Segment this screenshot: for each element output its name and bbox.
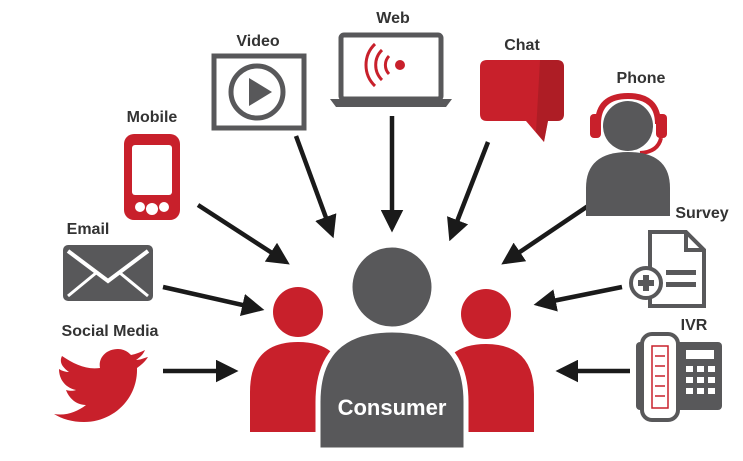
bird-icon [54,349,148,422]
email-label: Email [67,221,110,238]
envelope-icon [63,245,153,301]
desk-phone-icon [636,332,722,422]
consumer-group-icon [250,242,534,453]
arrow-chat [447,141,491,242]
consumer-label: Consumer [338,395,447,420]
chat-bubble-icon [480,60,564,142]
survey-label: Survey [675,205,728,222]
mobile-phone-icon [124,134,180,220]
chat-label: Chat [504,37,540,54]
video-label: Video [236,33,280,50]
mobile-label: Mobile [127,109,178,126]
headset-person-icon [586,92,670,216]
laptop-wifi-icon [330,32,452,107]
play-video-icon [211,53,307,131]
web-label: Web [376,10,410,27]
arrow-survey [533,284,623,312]
phone-label: Phone [617,70,666,87]
social-media-label: Social Media [62,323,159,340]
arrow-email [162,284,265,316]
survey-form-icon [629,230,706,308]
arrows [162,116,630,383]
ivr-label: IVR [681,317,708,334]
arrow-video [293,135,337,239]
arrow-mobile [196,203,290,265]
arrow-phone [501,204,590,265]
